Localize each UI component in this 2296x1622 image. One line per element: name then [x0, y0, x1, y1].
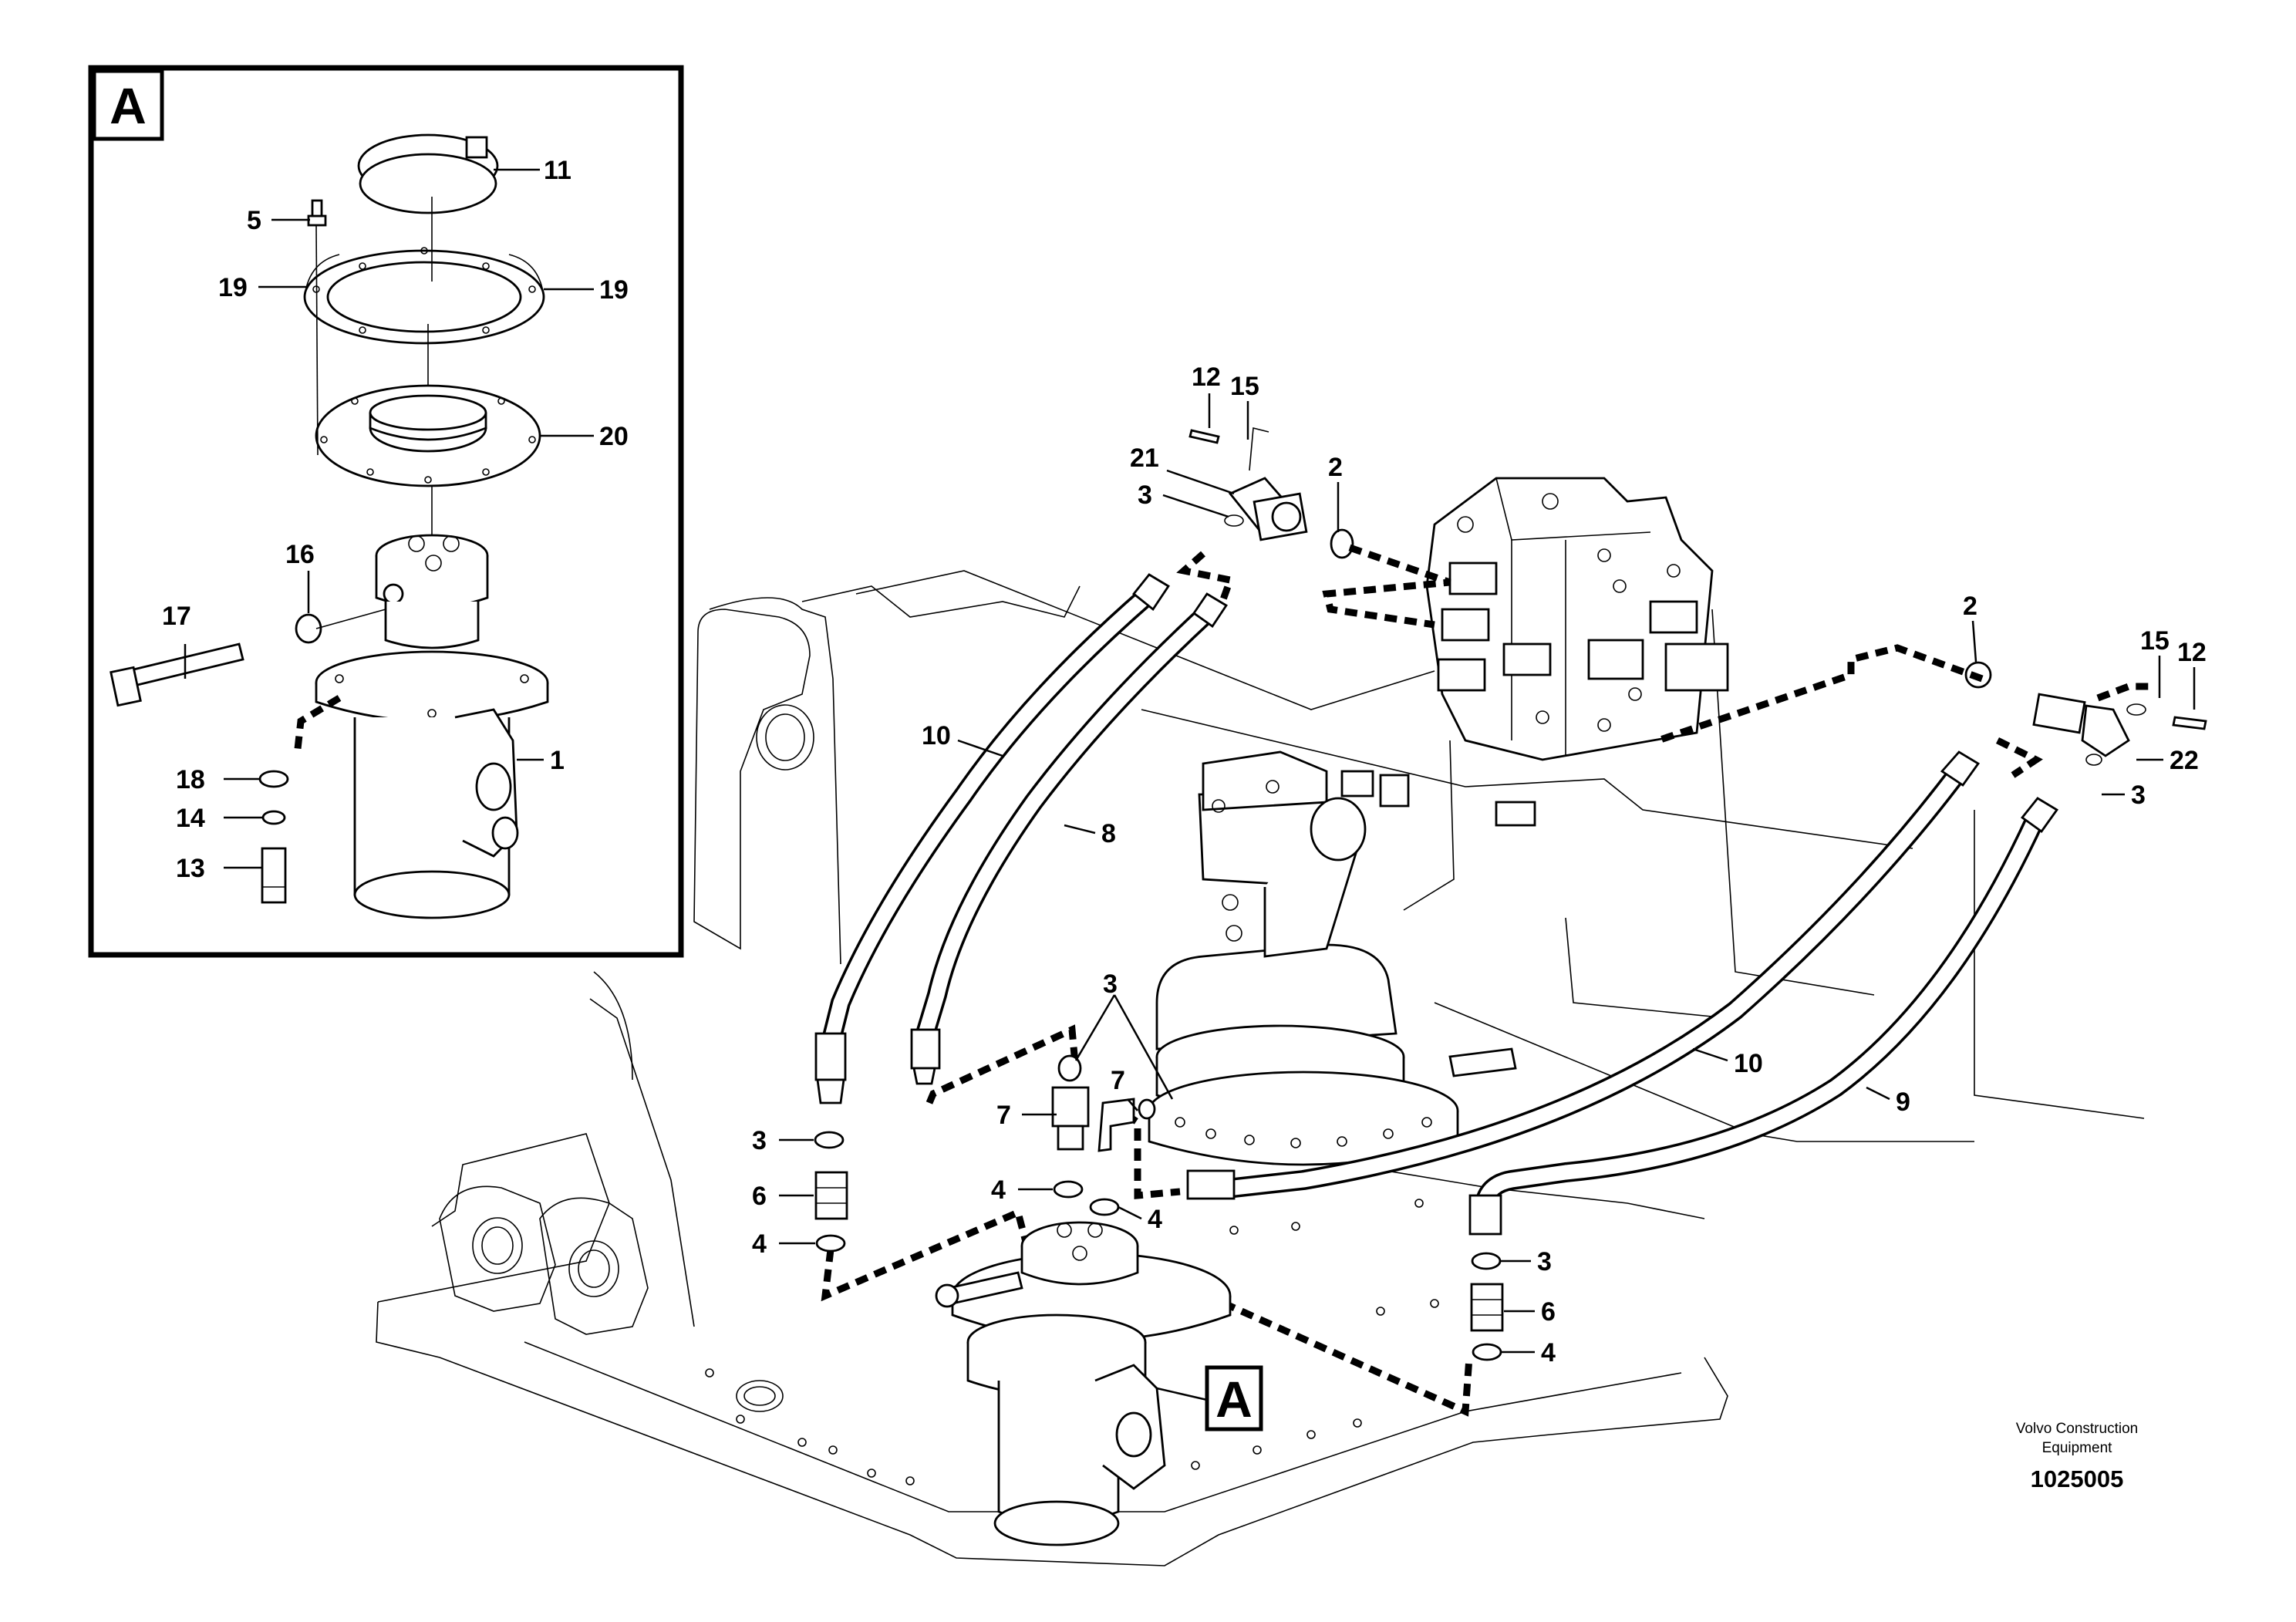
bolt-5	[307, 199, 327, 227]
callout-4-center-right: 4	[1148, 1205, 1162, 1234]
hose-8	[915, 603, 1217, 1044]
callout-5: 5	[247, 206, 261, 235]
callout-18: 18	[176, 765, 205, 794]
callout-20: 20	[599, 422, 629, 451]
hose-fittings	[814, 573, 2059, 1236]
hose-10-left	[819, 584, 1159, 1059]
detail-ref-box: A	[1205, 1365, 1263, 1431]
swing-motor	[1148, 750, 1517, 1166]
callout-22: 22	[2170, 746, 2199, 775]
callout-12-right: 12	[2177, 638, 2207, 667]
callout-3-bottom-right: 3	[1537, 1247, 1552, 1276]
callout-3-top: 3	[1138, 481, 1152, 510]
callout-21: 21	[1130, 443, 1159, 473]
callout-4-center-left: 4	[991, 1175, 1006, 1205]
nut-16	[295, 613, 322, 644]
seal-plates	[303, 247, 545, 345]
leader-lines	[184, 168, 2196, 1354]
rotary-joint-detail	[315, 534, 549, 919]
callout-15-left: 15	[1230, 372, 1259, 401]
axis-line	[315, 223, 319, 456]
detail-label-box	[92, 69, 164, 141]
callout-19-right: 19	[599, 275, 629, 305]
callout-16: 16	[285, 540, 315, 569]
flange-fitting-left	[1188, 427, 1354, 559]
detail-dash	[293, 695, 342, 757]
main-small-parts	[814, 1054, 1504, 1361]
detail-ref-leader	[1156, 1387, 1208, 1401]
upper-frame-outline	[376, 570, 2145, 1566]
hose-10-right	[1224, 761, 1969, 1198]
callout-3-center: 3	[1103, 969, 1118, 999]
callout-6-left: 6	[752, 1182, 767, 1211]
callout-7-left: 7	[996, 1101, 1011, 1130]
callout-10-left: 10	[922, 721, 951, 750]
rotary-joint-main	[935, 1221, 1232, 1546]
detail-label: A	[110, 77, 147, 134]
callout-2-right: 2	[1963, 592, 1977, 621]
callout-17: 17	[162, 602, 191, 631]
callout-19-left: 19	[218, 273, 248, 302]
doc-number: 1025005	[2031, 1465, 2124, 1492]
hose-9	[1475, 808, 2046, 1213]
callout-14: 14	[176, 804, 205, 833]
callout-7-right: 7	[1111, 1066, 1125, 1095]
detail-washers	[258, 770, 289, 904]
control-valve	[1403, 477, 1729, 911]
callout-2-left: 2	[1328, 453, 1343, 482]
callout-12-left: 12	[1192, 363, 1221, 392]
detail-frame-a: A	[88, 65, 684, 958]
callout-9: 9	[1896, 1088, 1910, 1117]
callout-11: 11	[544, 156, 571, 185]
callout-15-right: 15	[2140, 626, 2170, 656]
callout-10-right: 10	[1734, 1049, 1763, 1078]
detail-ref-label: A	[1215, 1371, 1253, 1428]
brand-line-2: Equipment	[2042, 1440, 2113, 1456]
cover-plate	[315, 384, 541, 487]
callout-4-left: 4	[752, 1229, 767, 1259]
callout-6-right: 6	[1541, 1297, 1556, 1327]
callout-8: 8	[1101, 819, 1116, 848]
connection-dashes	[293, 544, 2152, 1417]
flange-fitting-right	[1964, 661, 2207, 766]
callout-3-left: 3	[752, 1126, 767, 1155]
brand-line-1: Volvo Construction	[2016, 1421, 2138, 1437]
callout-13: 13	[176, 854, 205, 883]
callout-3-right: 3	[2131, 781, 2146, 810]
callout-labels: 11 5 19 19 20 16 17 1 18 14 13 12 15 21 …	[162, 156, 2207, 1367]
band-clamp	[357, 133, 499, 214]
footer: Volvo Construction Equipment 1025005	[2016, 1421, 2138, 1492]
callout-1: 1	[550, 746, 565, 775]
callout-4-bottom-right: 4	[1541, 1338, 1556, 1367]
